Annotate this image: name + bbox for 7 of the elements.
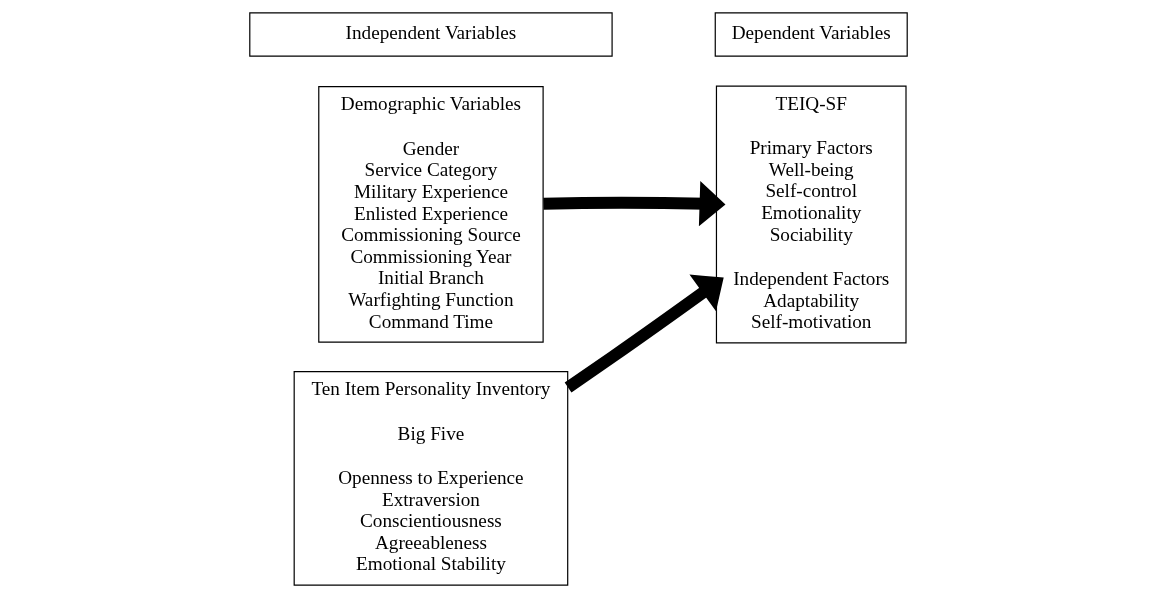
node-box: Ten Item Personality Inventory Big Five Openness to Experience Extraversion Conscientiousness Agreeableness Emotional Stability bbox=[293, 370, 569, 586]
node-box: Independent Variables bbox=[249, 12, 613, 57]
node-box: Dependent Variables bbox=[714, 12, 908, 57]
node-box: TEIQ-SF Primary Factors Well-being Self-control Emotionality Sociability Independent Factors Adaptability Self-motivation bbox=[715, 85, 907, 344]
node-box: Demographic Variables Gender Service Category Military Experience Enlisted Experience Commissioning Source Commissioning Year Initial Branch Warfighting Function Command Time bbox=[318, 86, 544, 343]
arrow bbox=[543, 181, 726, 227]
arrow bbox=[564, 274, 724, 393]
